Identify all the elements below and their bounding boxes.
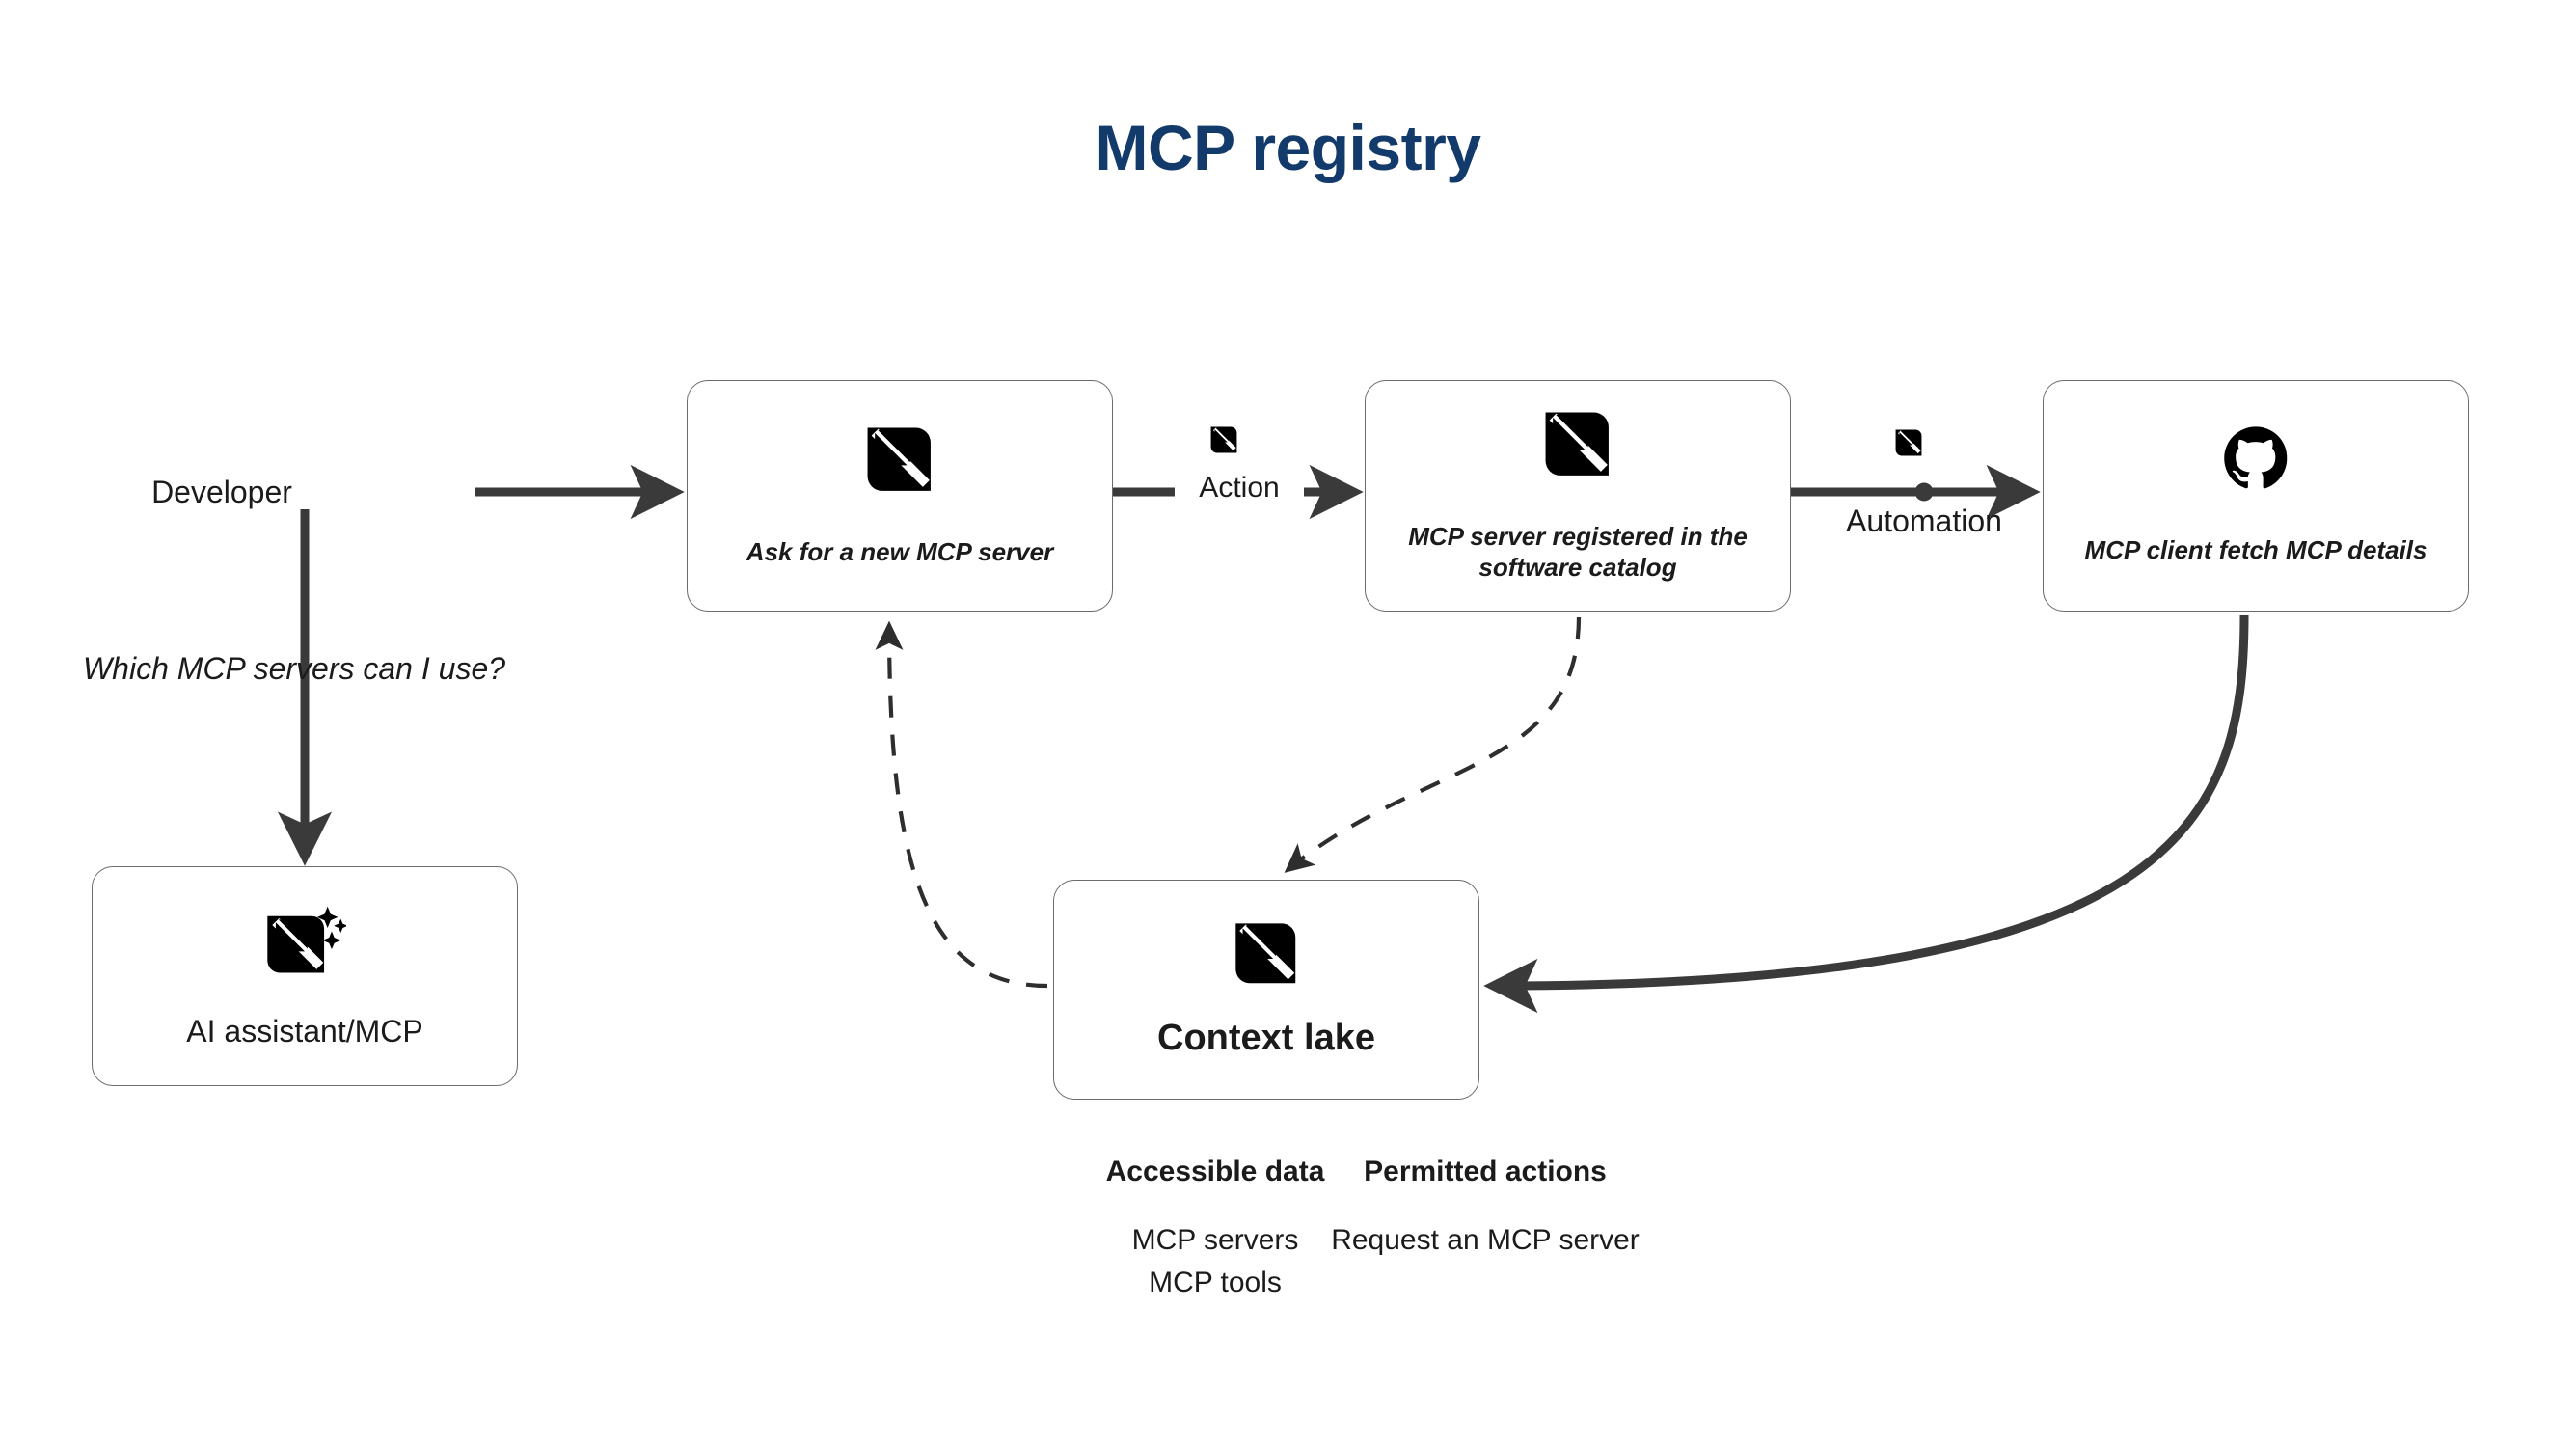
node-registered-server[interactable]: MCP server registered in the software ca… bbox=[1365, 380, 1791, 612]
edge-label-action: Action bbox=[1191, 472, 1288, 504]
node-label-question: Which MCP servers can I use? bbox=[82, 651, 506, 686]
edge-registered-to-client bbox=[1791, 464, 2041, 520]
node-label-ask-server: Ask for a new MCP server bbox=[746, 537, 1054, 567]
node-label-ai-assistant: AI assistant/MCP bbox=[186, 1014, 423, 1049]
table-column-accessible-data: Accessible data MCP servers MCP tools bbox=[1090, 1156, 1341, 1303]
github-icon bbox=[2223, 425, 2289, 491]
table-cell: MCP tools bbox=[1149, 1266, 1282, 1298]
node-ai-assistant[interactable]: AI assistant/MCP bbox=[92, 866, 518, 1086]
mcp-icon bbox=[1541, 408, 1614, 481]
edge-lake-to-ask bbox=[875, 620, 1048, 989]
mcp-icon bbox=[863, 423, 936, 497]
edge-registered-to-lake bbox=[1284, 616, 1582, 873]
node-ask-server[interactable]: Ask for a new MCP server bbox=[687, 380, 1113, 612]
mcp-icon bbox=[1232, 919, 1301, 989]
node-context-lake[interactable]: Context lake bbox=[1053, 880, 1479, 1100]
column-header: Permitted actions bbox=[1364, 1156, 1607, 1187]
mcp-icon bbox=[1893, 427, 1924, 458]
edge-midpoint-dot bbox=[1914, 482, 1934, 502]
node-label-developer: Developer bbox=[151, 475, 292, 509]
node-label-context-lake: Context lake bbox=[1157, 1017, 1375, 1058]
node-label-mcp-client: MCP client fetch MCP details bbox=[2084, 535, 2427, 565]
edge-client-to-lake bbox=[1483, 614, 2249, 1014]
page-title: MCP registry bbox=[1095, 112, 1481, 183]
table-column-permitted-actions: Permitted actions Request an MCP server bbox=[1273, 1156, 1697, 1262]
edge-label-automation: Automation bbox=[1846, 504, 2002, 538]
column-header: Accessible data bbox=[1105, 1156, 1325, 1187]
mcp-icon bbox=[1208, 424, 1239, 455]
table-cell: MCP servers bbox=[1131, 1224, 1299, 1256]
node-label-registered-server: MCP server registered in the software ca… bbox=[1408, 522, 1748, 582]
table-cell: Request an MCP server bbox=[1331, 1224, 1640, 1256]
mcp-sparkle-icon bbox=[263, 901, 348, 984]
node-mcp-client[interactable]: MCP client fetch MCP details bbox=[2043, 380, 2469, 612]
